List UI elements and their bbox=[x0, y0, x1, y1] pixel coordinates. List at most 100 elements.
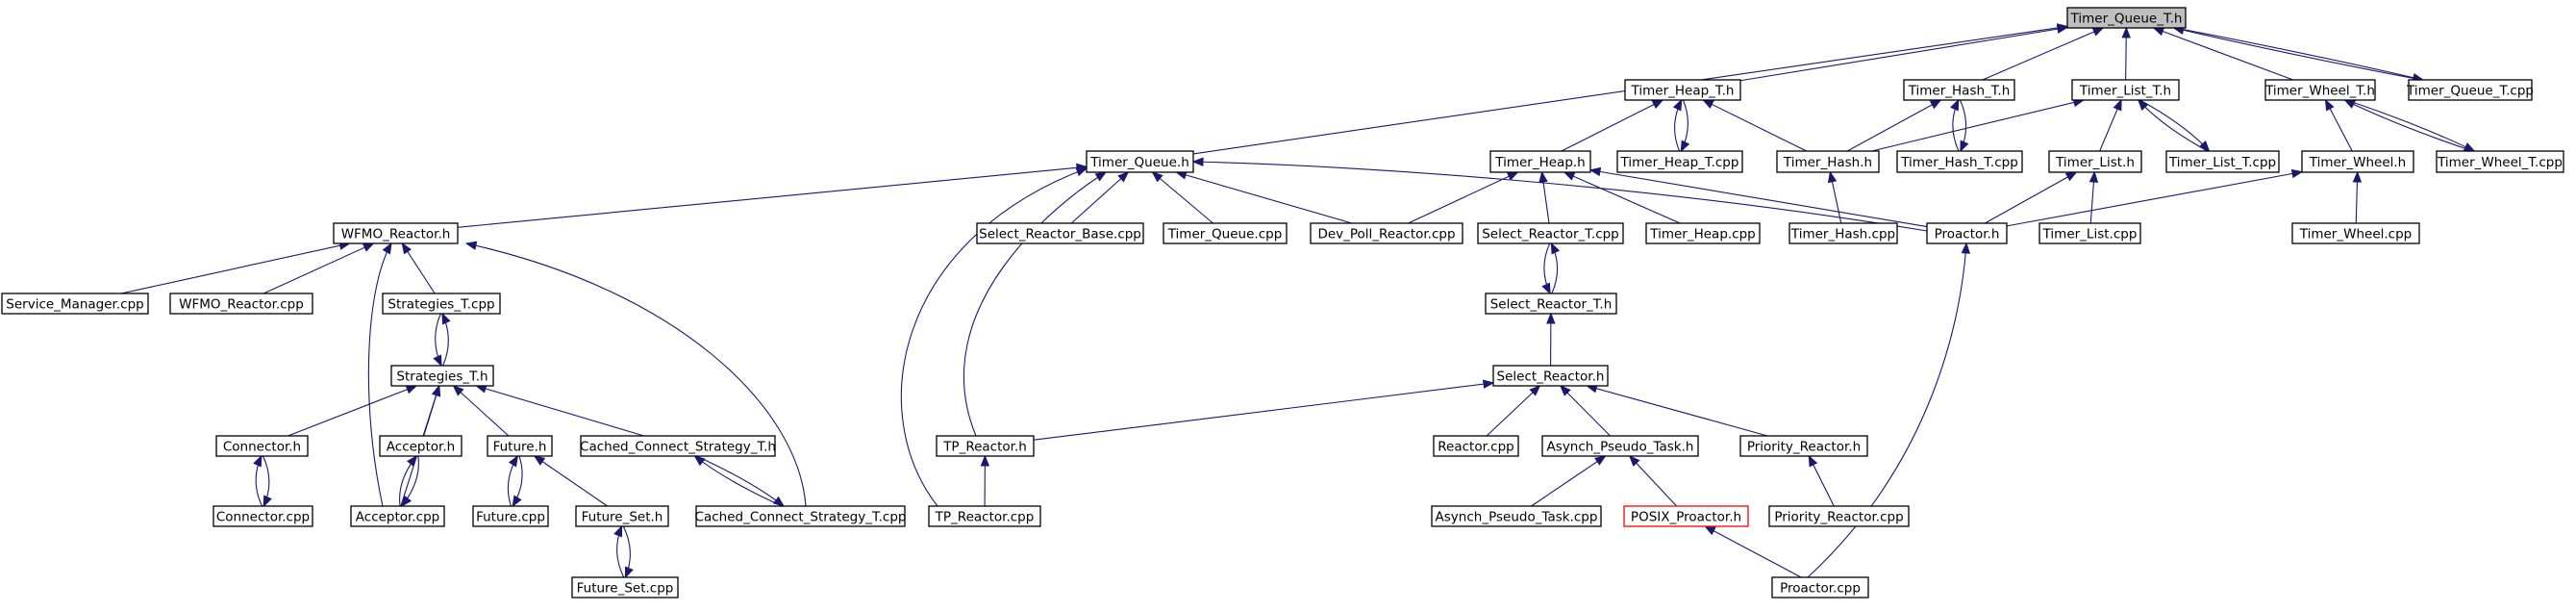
node-box[interactable] bbox=[333, 222, 459, 244]
node-box[interactable] bbox=[936, 435, 1035, 457]
node-asynch-pseudo-task-cpp[interactable]: Asynch_Pseudo_Task.cpp bbox=[1431, 505, 1602, 527]
node-timer-heap-h[interactable]: Timer_Heap.h bbox=[1489, 150, 1591, 173]
node-select-reactor-h[interactable]: Select_Reactor.h bbox=[1492, 365, 1609, 387]
node-box[interactable] bbox=[1541, 435, 1699, 457]
node-timer-queue-t-h[interactable]: Timer_Queue_T.h bbox=[2066, 7, 2187, 29]
node-box[interactable] bbox=[2071, 79, 2180, 101]
node-timer-hash-t-h[interactable]: Timer_Hash_T.h bbox=[1903, 79, 2015, 101]
node-wfmo-reactor-h[interactable]: WFMO_Reactor.h bbox=[333, 222, 459, 244]
node-box[interactable] bbox=[390, 365, 494, 387]
node-timer-wheel-h[interactable]: Timer_Wheel.h bbox=[2301, 150, 2414, 173]
node-cached-connect-strategy-t-cpp[interactable]: Cached_Connect_Strategy_T.cpp bbox=[695, 505, 907, 527]
node-acceptor-cpp[interactable]: Acceptor.cpp bbox=[350, 505, 445, 527]
node-future-set-h[interactable]: Future_Set.h bbox=[575, 505, 669, 527]
node-strategies-t-h[interactable]: Strategies_T.h bbox=[390, 365, 494, 387]
node-box[interactable] bbox=[1, 293, 149, 315]
node-box[interactable] bbox=[213, 505, 313, 527]
node-box[interactable] bbox=[2291, 222, 2420, 244]
node-box[interactable] bbox=[1776, 150, 1880, 173]
node-box[interactable] bbox=[1903, 79, 2015, 101]
node-box[interactable] bbox=[2038, 222, 2141, 244]
node-box[interactable] bbox=[2264, 79, 2376, 101]
node-connector-h[interactable]: Connector.h bbox=[215, 435, 309, 457]
node-box[interactable] bbox=[472, 505, 549, 527]
node-box[interactable] bbox=[1623, 505, 1749, 527]
node-service-manager-cpp[interactable]: Service_Manager.cpp bbox=[1, 293, 149, 315]
node-box[interactable] bbox=[1645, 222, 1761, 244]
node-box[interactable] bbox=[1485, 293, 1617, 315]
node-priority-reactor-h[interactable]: Priority_Reactor.h bbox=[1739, 435, 1868, 457]
node-timer-list-cpp[interactable]: Timer_List.cpp bbox=[2038, 222, 2141, 244]
node-timer-hash-t-cpp[interactable]: Timer_Hash_T.cpp bbox=[1896, 150, 2023, 173]
node-box[interactable] bbox=[1926, 222, 2008, 244]
node-future-cpp[interactable]: Future.cpp bbox=[472, 505, 549, 527]
node-box[interactable] bbox=[1086, 150, 1194, 173]
node-tp-reactor-h[interactable]: TP_Reactor.h bbox=[936, 435, 1035, 457]
node-box[interactable] bbox=[2436, 150, 2564, 173]
node-box[interactable] bbox=[1771, 576, 1869, 598]
node-timer-wheel-t-cpp[interactable]: Timer_Wheel_T.cpp bbox=[2436, 150, 2564, 173]
node-acceptor-h[interactable]: Acceptor.h bbox=[379, 435, 463, 457]
node-box[interactable] bbox=[1477, 222, 1624, 244]
node-box[interactable] bbox=[2408, 79, 2533, 101]
node-priority-reactor-cpp[interactable]: Priority_Reactor.cpp bbox=[1768, 505, 1910, 527]
node-box[interactable] bbox=[575, 505, 669, 527]
node-connector-cpp[interactable]: Connector.cpp bbox=[213, 505, 313, 527]
node-box[interactable] bbox=[169, 293, 313, 315]
node-box[interactable] bbox=[1739, 435, 1868, 457]
node-box[interactable] bbox=[1624, 79, 1741, 101]
node-box[interactable] bbox=[1788, 222, 1898, 244]
node-timer-list-h[interactable]: Timer_List.h bbox=[2048, 150, 2142, 173]
node-box[interactable] bbox=[382, 293, 501, 315]
node-box[interactable] bbox=[695, 505, 906, 527]
node-select-reactor-t-h[interactable]: Select_Reactor_T.h bbox=[1485, 293, 1617, 315]
node-box[interactable] bbox=[350, 505, 445, 527]
node-timer-wheel-t-h[interactable]: Timer_Wheel_T.h bbox=[2264, 79, 2376, 101]
node-timer-heap-t-h[interactable]: Timer_Heap_T.h bbox=[1624, 79, 1741, 101]
node-posix-proactor-h[interactable]: POSIX_Proactor.h bbox=[1623, 505, 1749, 527]
node-future-set-cpp[interactable]: Future_Set.cpp bbox=[571, 576, 679, 598]
node-wfmo-reactor-cpp[interactable]: WFMO_Reactor.cpp bbox=[169, 293, 313, 315]
node-future-h[interactable]: Future.h bbox=[487, 435, 553, 457]
node-timer-list-t-h[interactable]: Timer_List_T.h bbox=[2071, 79, 2180, 101]
node-proactor-h[interactable]: Proactor.h bbox=[1926, 222, 2008, 244]
node-select-reactor-t-cpp[interactable]: Select_Reactor_T.cpp bbox=[1477, 222, 1624, 244]
node-box[interactable] bbox=[487, 435, 553, 457]
node-box[interactable] bbox=[976, 222, 1144, 244]
node-box[interactable] bbox=[1768, 505, 1910, 527]
node-box[interactable] bbox=[928, 505, 1041, 527]
node-box[interactable] bbox=[2048, 150, 2142, 173]
node-box[interactable] bbox=[1163, 222, 1288, 244]
node-reactor-cpp[interactable]: Reactor.cpp bbox=[1433, 435, 1519, 457]
node-box[interactable] bbox=[1896, 150, 2023, 173]
node-box[interactable] bbox=[580, 435, 776, 457]
node-box[interactable] bbox=[1433, 435, 1519, 457]
node-box[interactable] bbox=[1489, 150, 1591, 173]
node-box[interactable] bbox=[1431, 505, 1602, 527]
node-timer-queue-t-cpp[interactable]: Timer_Queue_T.cpp bbox=[2406, 79, 2534, 101]
node-timer-list-t-cpp[interactable]: Timer_List_T.cpp bbox=[2165, 150, 2280, 173]
node-box[interactable] bbox=[379, 435, 463, 457]
node-proactor-cpp[interactable]: Proactor.cpp bbox=[1771, 576, 1869, 598]
node-timer-wheel-cpp[interactable]: Timer_Wheel.cpp bbox=[2291, 222, 2420, 244]
node-timer-queue-cpp[interactable]: Timer_Queue.cpp bbox=[1163, 222, 1288, 244]
node-strategies-t-cpp[interactable]: Strategies_T.cpp bbox=[382, 293, 501, 315]
node-box[interactable] bbox=[215, 435, 309, 457]
node-timer-queue-h[interactable]: Timer_Queue.h bbox=[1086, 150, 1194, 173]
node-box[interactable] bbox=[571, 576, 679, 598]
node-asynch-pseudo-task-h[interactable]: Asynch_Pseudo_Task.h bbox=[1541, 435, 1699, 457]
node-timer-heap-cpp[interactable]: Timer_Heap.cpp bbox=[1645, 222, 1761, 244]
node-box[interactable] bbox=[1310, 222, 1463, 244]
node-box[interactable] bbox=[1616, 150, 1743, 173]
node-timer-hash-cpp[interactable]: Timer_Hash.cpp bbox=[1788, 222, 1898, 244]
node-timer-hash-h[interactable]: Timer_Hash.h bbox=[1776, 150, 1880, 173]
node-box[interactable] bbox=[2165, 150, 2280, 173]
node-dev-poll-reactor-cpp[interactable]: Dev_Poll_Reactor.cpp bbox=[1310, 222, 1463, 244]
node-timer-heap-t-cpp[interactable]: Timer_Heap_T.cpp bbox=[1616, 150, 1743, 173]
node-box[interactable] bbox=[2066, 7, 2187, 29]
node-cached-connect-strategy-t-h[interactable]: Cached_Connect_Strategy_T.h bbox=[580, 435, 776, 457]
node-select-reactor-base-cpp[interactable]: Select_Reactor_Base.cpp bbox=[976, 222, 1144, 244]
node-box[interactable] bbox=[1492, 365, 1609, 387]
node-tp-reactor-cpp[interactable]: TP_Reactor.cpp bbox=[928, 505, 1041, 527]
node-box[interactable] bbox=[2301, 150, 2414, 173]
